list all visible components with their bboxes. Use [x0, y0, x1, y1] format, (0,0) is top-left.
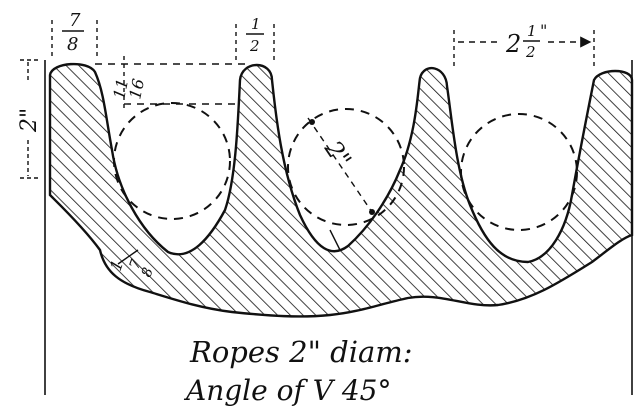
- groove-pitch-unit: ": [540, 21, 547, 40]
- left-flange-width-numerator: 7: [69, 10, 81, 31]
- caption-line-1: Ropes 2" diam:: [189, 335, 413, 369]
- rope-diameter-label: 2": [318, 135, 356, 173]
- flange-offset-denominator: 16: [125, 77, 148, 101]
- rope-circle-right: [460, 113, 578, 231]
- groove-pitch-denominator: 2: [525, 43, 536, 61]
- pulley-rim-section: [48, 62, 634, 318]
- rim-depth-label: 2": [17, 108, 42, 133]
- left-flange-width-denominator: 8: [67, 34, 78, 55]
- groove-pitch-numerator: 1: [527, 22, 537, 40]
- caption-line-2: Angle of V 45°: [183, 374, 391, 407]
- right-flange-gap-numerator: 1: [251, 15, 261, 33]
- rope-circle-middle: [287, 108, 405, 226]
- right-flange-gap-denominator: 2: [249, 37, 260, 55]
- groove-pitch-whole: 2: [505, 30, 521, 58]
- rope-diameter-line: [307, 117, 377, 219]
- flange-offset-numerator: 11: [109, 77, 132, 101]
- rope-circle-left: [113, 102, 231, 220]
